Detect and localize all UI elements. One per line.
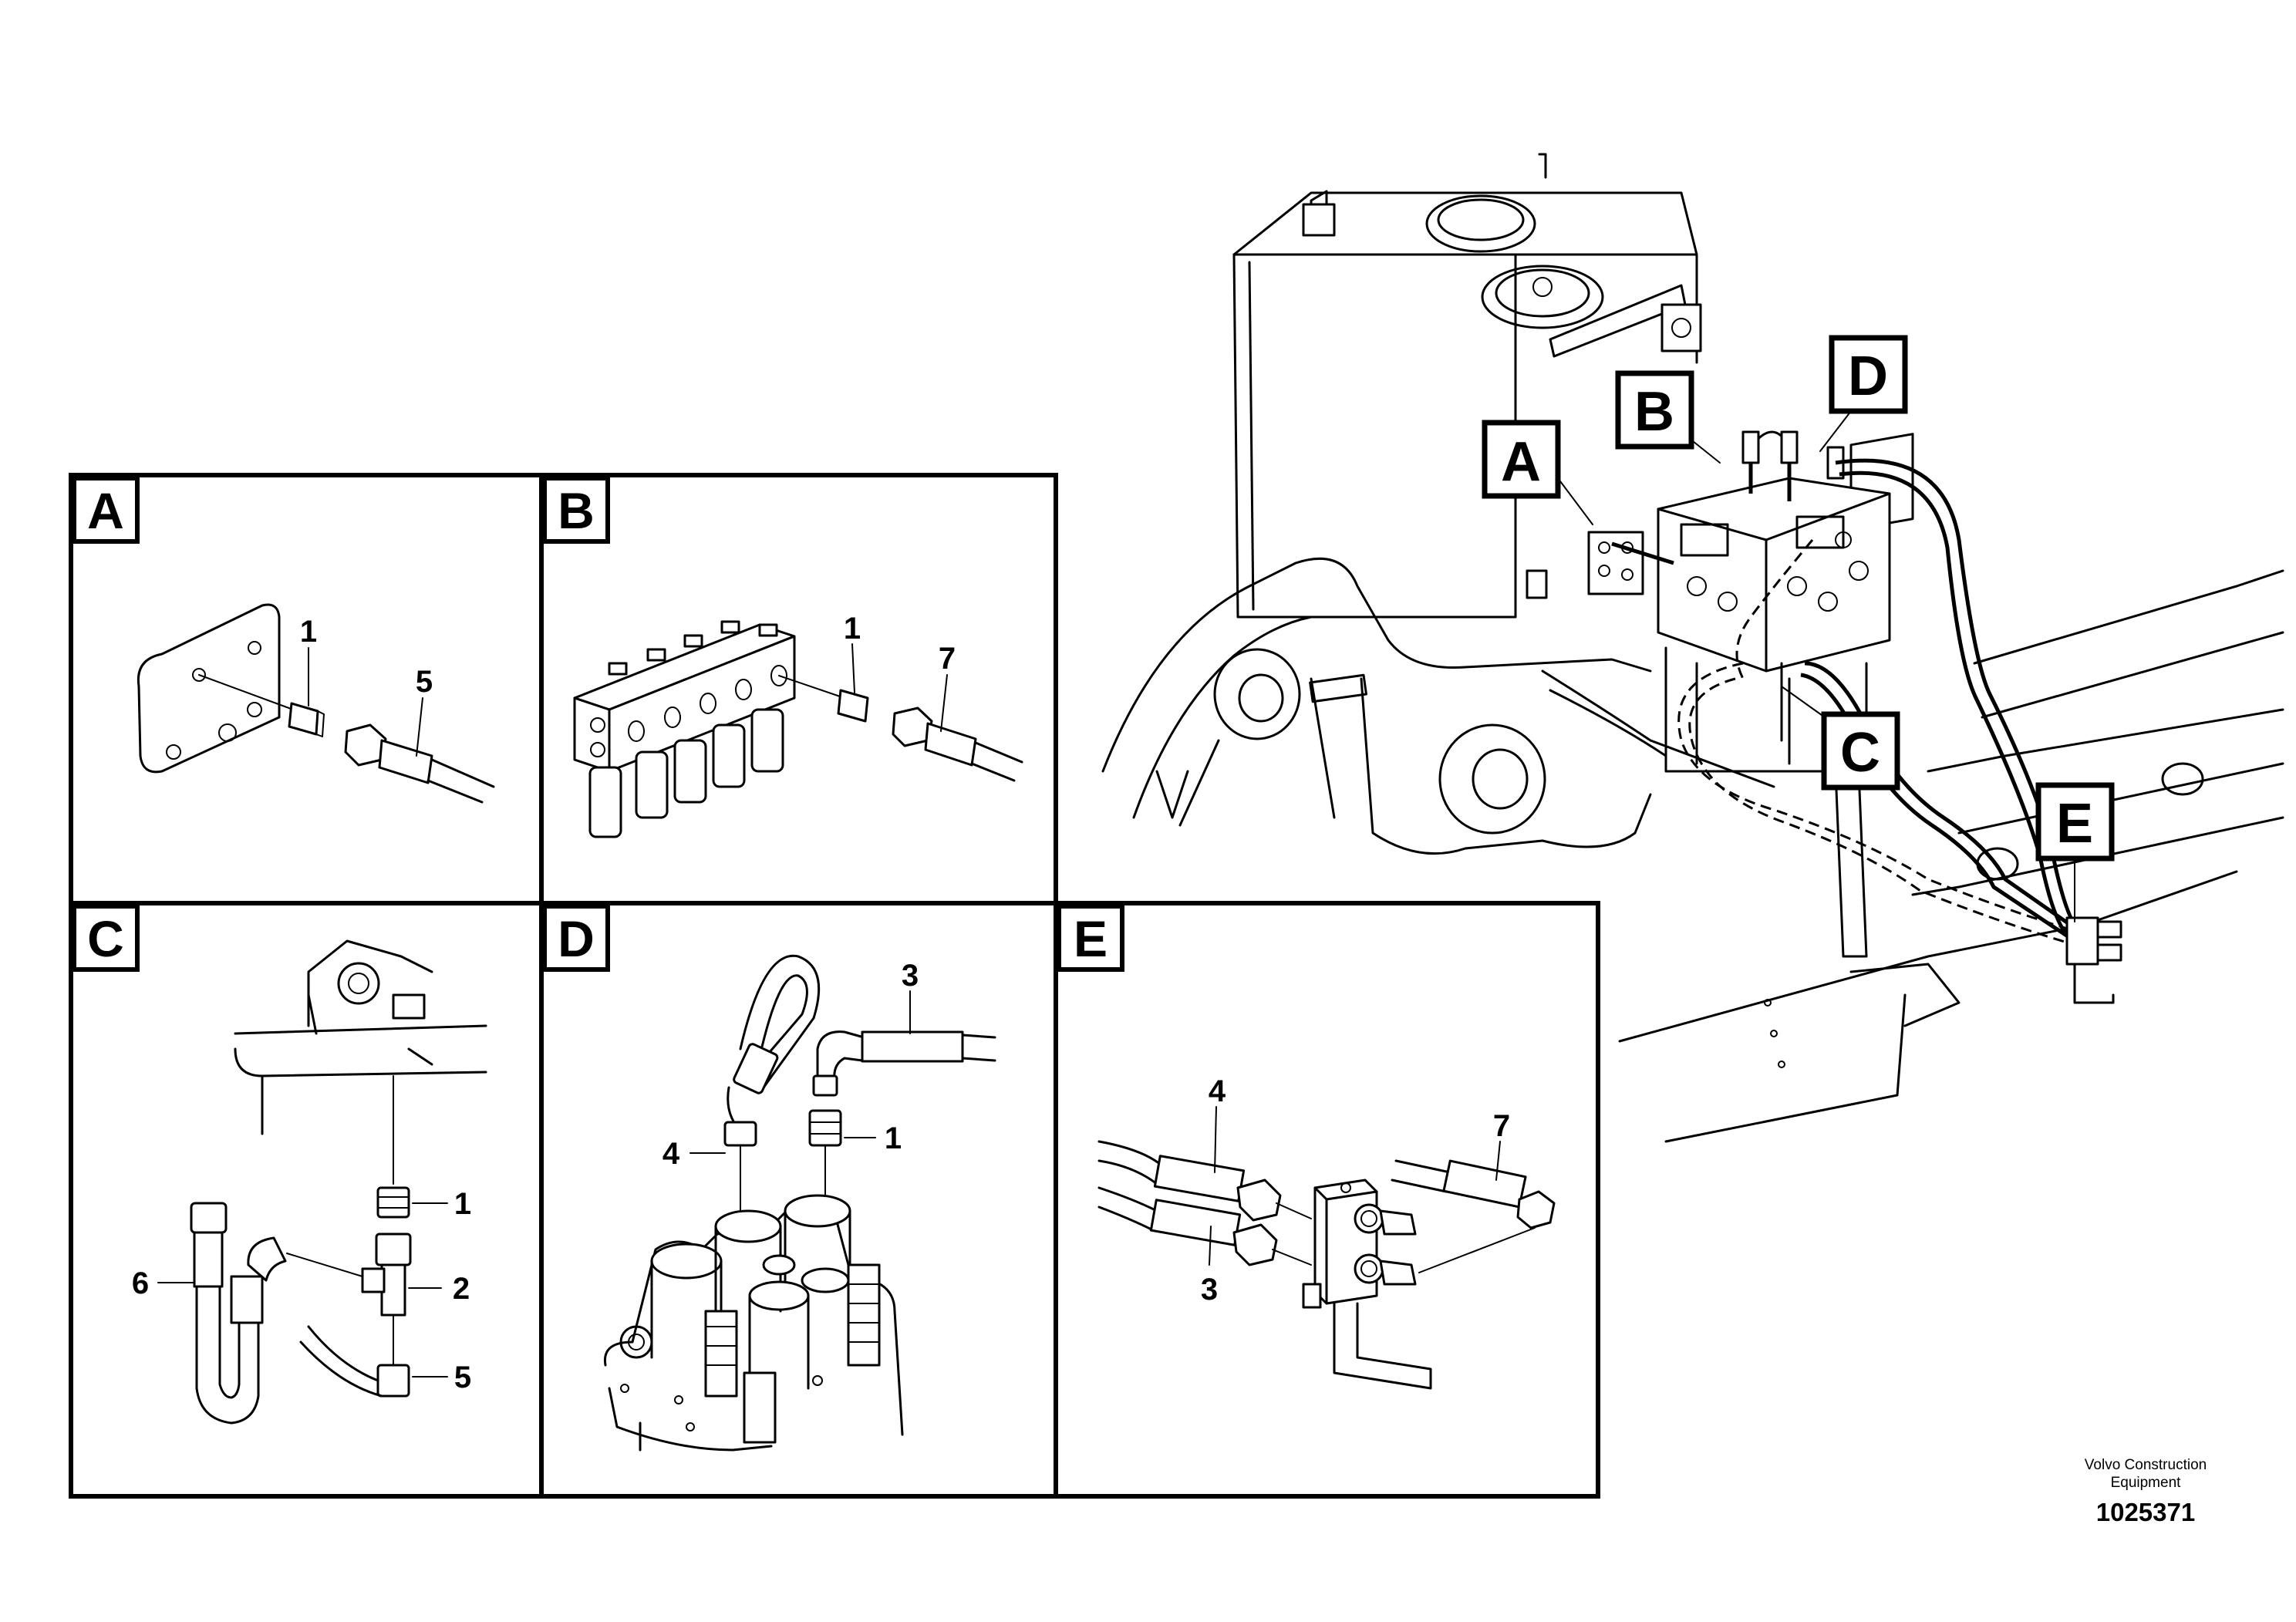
leader-b7 [940,674,948,732]
panel-e-callout-7: 7 [1493,1109,1510,1143]
overview-callout-d[interactable]: D [1829,335,1908,414]
leader-e7 [1495,1141,1501,1181]
panel-b-letter: B [558,482,595,539]
chassis-illustration [1618,433,2284,1143]
detail-panel-a: A 1 5 [69,473,544,905]
tee-fitting-2 [286,1233,412,1317]
adapter-fitting-1b [837,689,869,723]
panel-d-callout-1: 1 [885,1121,902,1155]
footer-company-line2: Equipment [2111,1475,2182,1491]
panel-e-callout-3: 3 [1201,1273,1218,1307]
hose-assembly-4e [1097,1140,1282,1222]
valve-manifold-illustration [573,620,845,838]
detail-panel-e: E [1054,901,1600,1499]
leader-b1 [851,643,855,693]
drawing-number: 1025371 [2096,1498,2195,1526]
hose-assembly-3e [1097,1186,1312,1266]
upper-frame-illustration [1101,557,1775,855]
hose-assembly-7e [1391,1159,1556,1273]
overview-label-d: D [1848,346,1888,407]
overview-label-a: A [1501,431,1541,493]
panel-d-callout-4: 4 [663,1137,680,1171]
fitting-1c [376,1186,410,1219]
hose-elbow-5c [299,1314,410,1398]
hydraulic-tank-illustration [1232,153,1702,619]
valve-spools-illustration-d [603,1194,904,1452]
leader-a5 [416,697,423,757]
panel-b-callout-7: 7 [939,642,956,676]
overview-illustration: A B C D E [1101,153,2284,1143]
footer-company-line1: Volvo Construction [2085,1457,2207,1473]
footer: Volvo Construction Equipment 1025371 [2085,1457,2207,1526]
detail-panel-b: B [539,473,1058,905]
panel-c-letter: C [87,910,124,967]
overview-callout-c[interactable]: C [1821,711,1900,791]
panel-e-callout-4: 4 [1209,1074,1226,1108]
panel-c-callout-1: 1 [454,1187,471,1221]
detail-panel-d: D [539,901,1058,1499]
detail-panel-c: C [69,901,544,1499]
hose-assembly-5 [344,723,495,804]
panel-c-callout-5: 5 [454,1361,471,1394]
hose-routing-illustration [1677,458,2084,946]
panel-c-callout-6: 6 [132,1266,149,1300]
hose-assembly-6 [190,1202,287,1425]
overview-label-e: E [2056,793,2093,855]
panel-e-letter: E [1074,910,1108,967]
overview-label-c: C [1840,722,1880,784]
overview-label-b: B [1634,381,1674,443]
panel-d-callout-3: 3 [902,959,919,993]
mounting-plate-illustration [137,603,294,774]
overview-callout-a[interactable]: A [1482,420,1561,499]
panel-d-letter: D [558,910,595,967]
panel-a-callout-5: 5 [416,665,433,699]
panel-b-callout-1: 1 [844,612,861,646]
panel-a-callout-1: 1 [300,615,317,649]
adapter-fitting-1 [288,702,325,737]
leader-e4 [1214,1106,1217,1173]
leader-a [1557,477,1593,525]
panel-c-callout-2: 2 [453,1272,470,1306]
distribution-block-e [1302,1179,1432,1390]
valve-housing-illustration-c [234,939,487,1185]
overview-callout-e[interactable]: E [2035,782,2115,862]
hose-elbow-3 [812,1030,996,1097]
hose-assembly-7 [892,706,1023,782]
hose-elbow-4 [723,954,821,1235]
panel-a-letter: A [87,482,124,539]
leader-e3 [1209,1226,1212,1266]
overview-callout-b[interactable]: B [1615,370,1694,450]
distribution-block-illustration [2065,916,2122,1004]
